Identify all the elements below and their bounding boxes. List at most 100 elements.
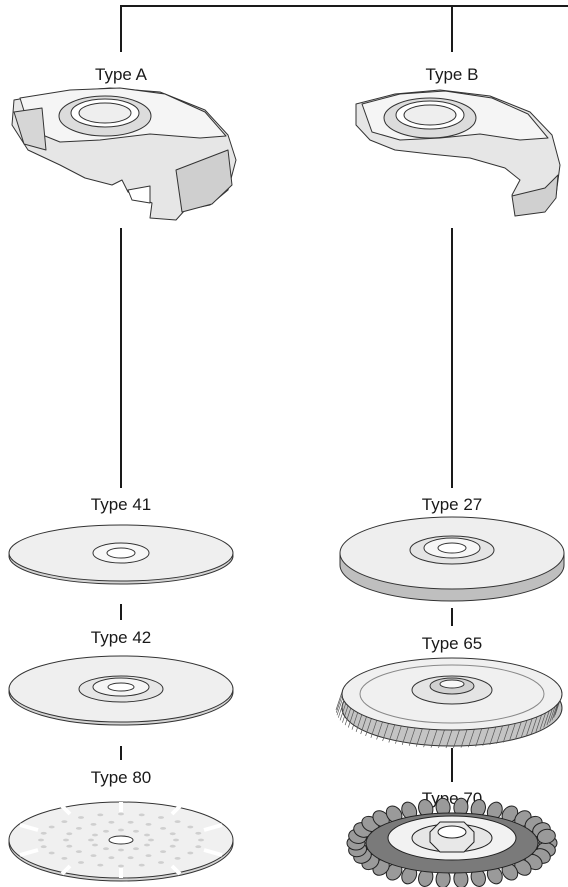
cooling-hole <box>195 831 202 835</box>
guard-b-label: Type B <box>426 65 479 84</box>
flap-edge <box>509 722 516 742</box>
cooling-hole <box>92 843 98 847</box>
flap-edge <box>515 721 522 740</box>
flap-edge <box>530 715 538 735</box>
flap-edge <box>539 711 547 730</box>
cooling-hole <box>103 829 109 833</box>
cooling-hole <box>158 816 164 819</box>
top-bracket-line <box>120 5 568 52</box>
cooling-hole <box>160 827 167 830</box>
cooling-hole <box>144 843 150 847</box>
flap-edge <box>482 727 490 746</box>
cooling-hole <box>78 861 84 864</box>
flap-edge <box>342 704 349 723</box>
guard-type-a-illustration <box>11 87 237 221</box>
flap-edge <box>430 729 438 748</box>
cooling-holes <box>38 812 204 868</box>
cooling-hole <box>148 838 154 842</box>
segment-gaps <box>19 802 223 878</box>
flap-edge <box>415 728 423 747</box>
cooling-hole <box>145 854 152 857</box>
flap-edge <box>351 711 359 730</box>
flap-edge <box>336 697 344 716</box>
cooling-hole <box>133 829 139 833</box>
type-27-wheel-illustration <box>339 516 565 602</box>
flap-edge <box>445 729 453 749</box>
cooling-hole <box>133 847 139 851</box>
flap-edge <box>347 709 355 728</box>
flap-edge <box>355 713 363 733</box>
cooling-hole <box>78 816 84 819</box>
guard-type-b-illustration <box>355 89 561 217</box>
flap-edge <box>370 719 378 738</box>
cooling-hole <box>118 828 124 832</box>
flap-edge <box>543 709 551 728</box>
flap-edge <box>496 725 503 744</box>
type-65-label: Type 65 <box>422 634 483 653</box>
cooling-hole <box>138 813 145 817</box>
cooling-hole <box>38 838 44 842</box>
flap-edge <box>438 729 445 749</box>
flap-edge <box>388 724 396 743</box>
type-27-label: Type 27 <box>422 495 483 514</box>
cooling-hole <box>198 838 204 842</box>
cooling-hole <box>169 844 176 848</box>
cooling-hole <box>160 850 167 853</box>
flap-edge <box>401 726 409 746</box>
flap-edge <box>423 729 430 748</box>
cooling-hole <box>118 848 124 852</box>
flap-edge <box>408 727 416 746</box>
cooling-hole <box>108 820 115 824</box>
connector-lines <box>120 5 568 782</box>
flap-edge <box>468 729 475 748</box>
cooling-hole <box>92 833 98 837</box>
type-70-wire-brush-illustration <box>346 797 558 887</box>
flap-edge <box>475 728 483 747</box>
cooling-hole <box>63 838 69 842</box>
type-42-wheel-illustration <box>8 655 234 726</box>
type-41-wheel-illustration <box>8 524 234 585</box>
cooling-hole <box>40 845 47 849</box>
flap-edge <box>382 722 389 742</box>
flap-edge <box>453 729 460 749</box>
cooling-hole <box>187 851 194 855</box>
cooling-hole <box>75 827 82 830</box>
cooling-hole <box>127 856 134 860</box>
flap-edge <box>337 699 345 718</box>
type-42-label: Type 42 <box>91 628 152 647</box>
cooling-hole <box>61 820 68 823</box>
cooling-hole <box>48 825 55 829</box>
flap-edge <box>520 719 528 738</box>
flap-edge <box>460 729 468 748</box>
cooling-hole <box>174 857 181 860</box>
cooling-hole <box>118 864 124 868</box>
cooling-hole <box>40 831 47 835</box>
cooling-hole <box>173 838 179 842</box>
cooling-hole <box>66 832 73 836</box>
cooling-hole <box>108 856 115 860</box>
cooling-hole <box>88 838 94 842</box>
guard-a-label: Type A <box>95 65 148 84</box>
cooling-hole <box>97 813 104 817</box>
flap-edge <box>365 717 372 737</box>
flap-edge <box>502 724 510 743</box>
cooling-hole <box>103 847 109 851</box>
cooling-hole <box>90 823 97 826</box>
flap-edge <box>395 725 402 744</box>
cooling-hole <box>118 812 124 816</box>
flap-edge <box>535 713 543 733</box>
flap-edge <box>546 706 554 726</box>
flap-edge <box>344 706 352 726</box>
type-41-label: Type 41 <box>91 495 152 514</box>
cooling-hole <box>138 863 145 867</box>
flap-edge <box>489 726 497 746</box>
type-65-flap-disc-illustration <box>335 657 563 749</box>
flap-edge <box>335 694 343 713</box>
cooling-hole <box>145 823 152 826</box>
cooling-hole <box>127 820 134 824</box>
cooling-hole <box>174 820 181 823</box>
cooling-hole <box>195 845 202 849</box>
cooling-hole <box>61 857 68 860</box>
